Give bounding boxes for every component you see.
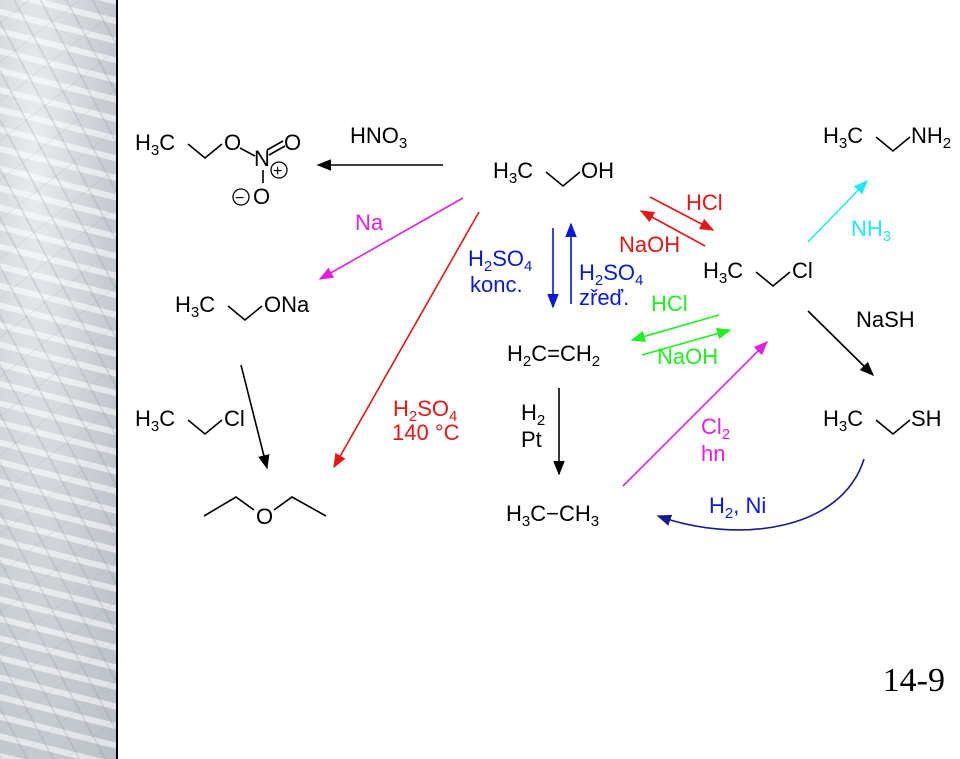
svg-text:Cl: Cl bbox=[224, 406, 245, 431]
diethyl-ether: O bbox=[203, 496, 327, 529]
svg-text:Pt: Pt bbox=[521, 427, 542, 452]
arrow-chloroethane-to-ethanol bbox=[639, 210, 706, 247]
svg-text:ONa: ONa bbox=[264, 292, 310, 317]
svg-text:H3C: H3C bbox=[135, 406, 175, 435]
plus-charge-circle bbox=[270, 161, 288, 179]
arrow-thiol-to-ethane bbox=[656, 458, 865, 531]
arrow-ethene-to-chloroethane bbox=[641, 328, 732, 356]
svg-text:H3C−CH3: H3C−CH3 bbox=[506, 501, 599, 530]
chloroethane-left: H3C Cl bbox=[135, 406, 245, 436]
svg-text:OH: OH bbox=[581, 158, 614, 183]
svg-text:Cl2: Cl2 bbox=[701, 414, 730, 443]
svg-text:hn: hn bbox=[701, 441, 725, 466]
svg-text:H2SO4: H2SO4 bbox=[468, 246, 532, 275]
reagent-naoh-green: NaOH bbox=[657, 344, 718, 369]
reagent-h2so4-zred: H2SO4 zřeď. bbox=[579, 260, 643, 310]
arrow-ethane-to-chloroethane bbox=[622, 340, 769, 487]
svg-text:−: − bbox=[235, 190, 244, 207]
arrow-ethanol-to-ethoxide bbox=[318, 197, 464, 280]
reagent-hcl-red: HCl bbox=[686, 190, 723, 215]
svg-text:H3C: H3C bbox=[823, 123, 863, 152]
svg-text:O: O bbox=[284, 130, 301, 155]
svg-text:H3C: H3C bbox=[703, 258, 743, 287]
reagent-h2-pt: H2 Pt bbox=[521, 400, 545, 452]
minus-charge-circle bbox=[232, 188, 250, 206]
reagent-h2so4-140: H2SO4 140 °C bbox=[392, 396, 460, 445]
sidebar-divider bbox=[116, 0, 118, 759]
arrow-chloroethane-to-thiol bbox=[807, 310, 875, 377]
ethene: H2C=CH2 bbox=[507, 341, 600, 370]
reagent-h2so4-konc: H2SO4 konc. bbox=[468, 246, 532, 297]
ethanol-bond bbox=[545, 171, 581, 188]
svg-text:H3C: H3C bbox=[493, 158, 533, 187]
svg-text:H3C: H3C bbox=[175, 292, 215, 321]
svg-text:NH2: NH2 bbox=[911, 123, 951, 152]
arrow-chloroethane-to-ethylamine bbox=[807, 179, 869, 243]
reagent-hno3: HNO3 bbox=[350, 123, 407, 152]
reagent-cl2-hn: Cl2 hn bbox=[701, 414, 730, 466]
svg-text:H3C: H3C bbox=[135, 130, 175, 159]
svg-text:O: O bbox=[253, 184, 270, 209]
reagent-naoh-red: NaOH bbox=[619, 232, 680, 257]
ethylamine: H3C NH2 bbox=[823, 123, 951, 153]
ethanol: H3C OH bbox=[493, 158, 614, 188]
svg-text:H2: H2 bbox=[521, 400, 545, 429]
svg-text:O: O bbox=[224, 130, 241, 155]
svg-text:H2SO4: H2SO4 bbox=[393, 396, 457, 425]
ethane: H3C−CH3 bbox=[506, 501, 599, 530]
svg-text:Cl: Cl bbox=[792, 258, 813, 283]
chloroethane-right: H3C Cl bbox=[703, 258, 813, 288]
svg-text:H2SO4: H2SO4 bbox=[579, 260, 643, 289]
page-number: 14-9 bbox=[882, 662, 945, 699]
svg-text:zřeď.: zřeď. bbox=[579, 285, 629, 310]
svg-text:140 °C: 140 °C bbox=[392, 420, 460, 445]
svg-text:H3C: H3C bbox=[823, 406, 863, 435]
marble-texture-sidebar bbox=[0, 0, 116, 759]
arrow-ethanol-to-ether bbox=[333, 211, 480, 469]
svg-text:H2C=CH2: H2C=CH2 bbox=[507, 341, 600, 370]
reagent-hcl-green: HCl bbox=[651, 291, 688, 316]
sodium-ethoxide: H3C ONa bbox=[175, 292, 310, 322]
arrow-williamson-to-ether bbox=[240, 364, 270, 470]
svg-text:N: N bbox=[254, 146, 270, 171]
svg-text:SH: SH bbox=[911, 406, 942, 431]
ethanethiol: H3C SH bbox=[823, 406, 942, 436]
reagent-na: Na bbox=[355, 210, 384, 235]
svg-text:konc.: konc. bbox=[470, 272, 523, 297]
ethyl-nitrate: H3C O N O + − O bbox=[135, 130, 301, 209]
svg-text:O: O bbox=[256, 504, 273, 529]
arrow-chloroethane-to-ethene bbox=[630, 314, 720, 342]
svg-text:+: + bbox=[273, 163, 282, 180]
arrow-ethanol-to-chloroethane bbox=[649, 196, 715, 231]
reagent-h2-ni: H2, Ni bbox=[709, 493, 766, 522]
reagent-nh3: NH3 bbox=[851, 216, 891, 245]
reagent-nash: NaSH bbox=[856, 307, 915, 332]
